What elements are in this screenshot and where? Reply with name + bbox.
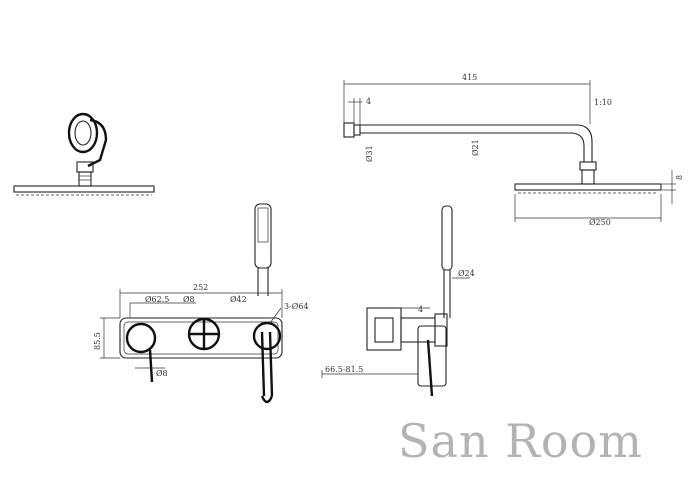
dim-side-small: 4: [418, 305, 423, 314]
shower-head-side-view: [13, 112, 155, 196]
dim-arm-dia-left: Ø31: [365, 145, 374, 162]
dim-dia-42: Ø42: [230, 295, 247, 304]
dim-dia-62-5: Ø62.5: [145, 295, 169, 304]
dim-hose-dia: Ø24: [458, 269, 475, 278]
dim-dia-8: Ø8: [183, 295, 195, 304]
dim-three-dia-64: 3-Ø64: [284, 302, 309, 311]
dim-handle-dia: Ø8: [156, 369, 168, 378]
dim-panel-height: 85.5: [93, 332, 102, 350]
shower-arm-drawing: [343, 80, 676, 222]
dim-depth-range: 66.5-81.5: [325, 365, 363, 374]
dim-arm-length: 415: [462, 73, 477, 82]
dim-arm-dia-mid: Ø21: [471, 139, 480, 156]
dim-arm-slope: 1:10: [594, 98, 612, 107]
dim-panel-width: 252: [193, 283, 208, 292]
valve-panel-front-view: [100, 203, 283, 404]
dim-head-thickness: 8: [675, 175, 684, 180]
brand-watermark: San Room: [398, 414, 643, 468]
dim-arm-small: 4: [366, 97, 371, 106]
dim-head-diameter: Ø250: [589, 218, 611, 227]
valve-side-view: [321, 205, 470, 397]
